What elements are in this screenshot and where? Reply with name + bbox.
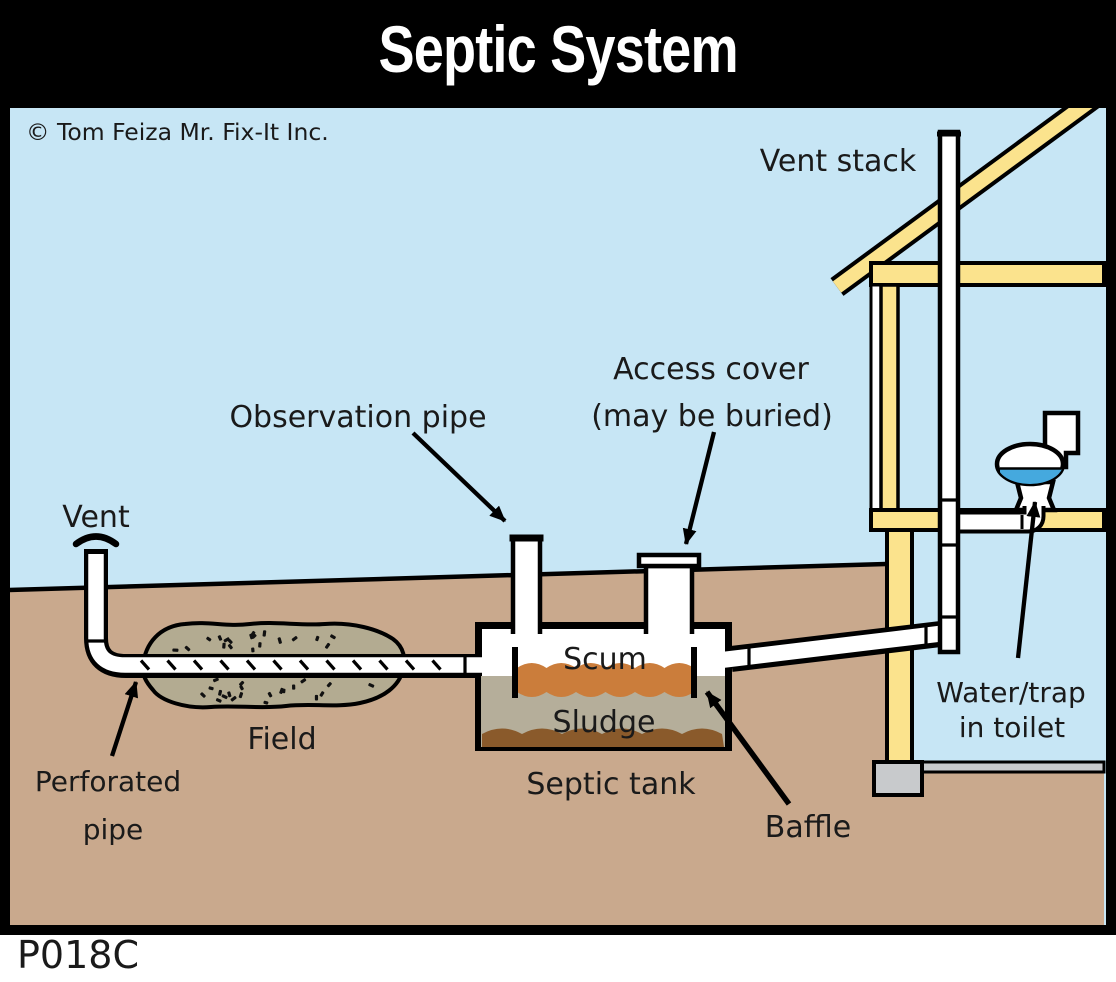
footing — [872, 760, 924, 797]
field-gravel-specks — [172, 630, 375, 705]
label-water-trap-2: in toilet — [959, 711, 1065, 744]
upper-wall-stud — [879, 283, 900, 512]
perforated-pipe-arrow — [109, 681, 139, 757]
access-riser — [643, 563, 695, 634]
label-access-cover-1: Access cover — [613, 352, 809, 387]
roof-rafter-fill — [832, 98, 1106, 293]
label-baffle: Baffle — [765, 810, 851, 845]
outlet-baffle — [691, 647, 697, 698]
toilet-pedestal — [1012, 479, 1058, 513]
basement-slab — [910, 760, 1106, 774]
toilet — [994, 410, 1081, 513]
copyright-text: © Tom Feiza Mr. Fix-It Inc. — [26, 118, 329, 146]
callout-arrows — [109, 431, 1041, 806]
access-cover-arrow — [682, 431, 717, 545]
label-sludge: Sludge — [553, 705, 656, 740]
vent-stack-pipe — [937, 129, 961, 655]
septic-diagram: © Tom Feiza Mr. Fix-It Inc. Vent stack A… — [0, 98, 1116, 935]
label-field: Field — [247, 722, 316, 757]
label-scum: Scum — [563, 642, 647, 677]
label-perforated-pipe-1: Perforated — [35, 765, 181, 798]
baffle-arrow — [704, 690, 792, 806]
pipe-perforations — [139, 659, 442, 671]
inlet-baffle — [512, 647, 518, 698]
label-observation-pipe: Observation pipe — [229, 400, 486, 435]
figure-code: P018C — [17, 933, 139, 977]
observation-pipe-arrow — [411, 431, 507, 523]
label-vent-stack: Vent stack — [760, 144, 917, 179]
label-vent: Vent — [62, 500, 130, 535]
page-title: Septic System — [378, 12, 738, 86]
diagram-frame — [0, 98, 1116, 935]
vent-cap — [72, 533, 120, 548]
sewer-drain-pipe — [721, 620, 951, 672]
label-septic-tank: Septic tank — [526, 767, 696, 802]
grade-line — [8, 561, 887, 593]
label-water-trap-1: Water/trap — [936, 676, 1086, 709]
access-cover-lid — [636, 552, 702, 569]
water-trap-arrow — [1015, 501, 1041, 659]
septic-tank — [475, 622, 732, 751]
scum-layer — [517, 663, 694, 697]
label-perforated-pipe-2: pipe — [83, 813, 144, 846]
house-structure — [830, 98, 1108, 797]
title-banner: Septic System — [0, 0, 1116, 98]
bottom-sludge-layer — [482, 728, 724, 747]
perforated-field-pipe — [72, 533, 491, 678]
observation-pipe — [510, 536, 543, 634]
top-plate-beam — [869, 261, 1106, 287]
label-access-cover-2: (may be buried) — [591, 399, 833, 434]
footer-strip: P018C — [0, 933, 1116, 982]
ground-soil — [9, 564, 886, 925]
toilet-water — [1000, 468, 1062, 484]
